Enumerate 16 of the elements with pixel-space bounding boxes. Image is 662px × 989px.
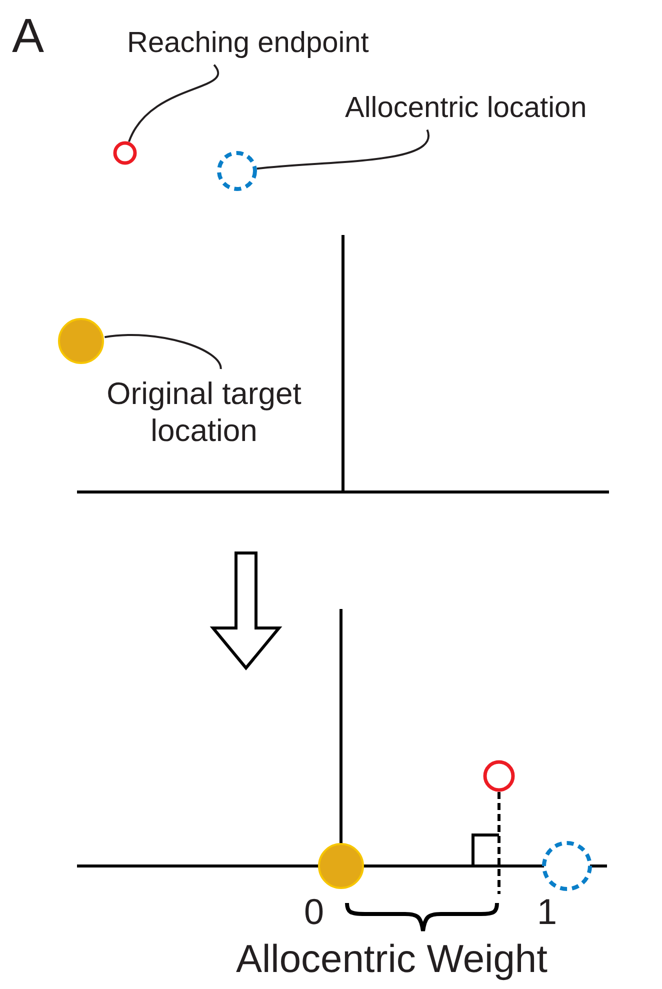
callout-label: Reaching endpoint <box>127 26 369 61</box>
dashed-circle <box>542 841 592 891</box>
tick-label: 0 <box>304 890 324 934</box>
target-dot <box>58 318 104 364</box>
leader-line <box>256 130 430 170</box>
panel-label: A <box>12 9 44 65</box>
endpoint-circle <box>113 141 137 165</box>
callout-label: Original target location <box>84 375 324 450</box>
dashed-circle <box>217 151 257 191</box>
callout-label: Allocentric location <box>345 91 587 126</box>
tick-label: 1 <box>537 890 558 934</box>
endpoint-circle <box>483 760 515 792</box>
leader-line <box>104 334 222 370</box>
axis-label: Allocentric Weight <box>236 937 548 983</box>
leader-line <box>128 64 219 142</box>
target-dot <box>318 843 364 889</box>
